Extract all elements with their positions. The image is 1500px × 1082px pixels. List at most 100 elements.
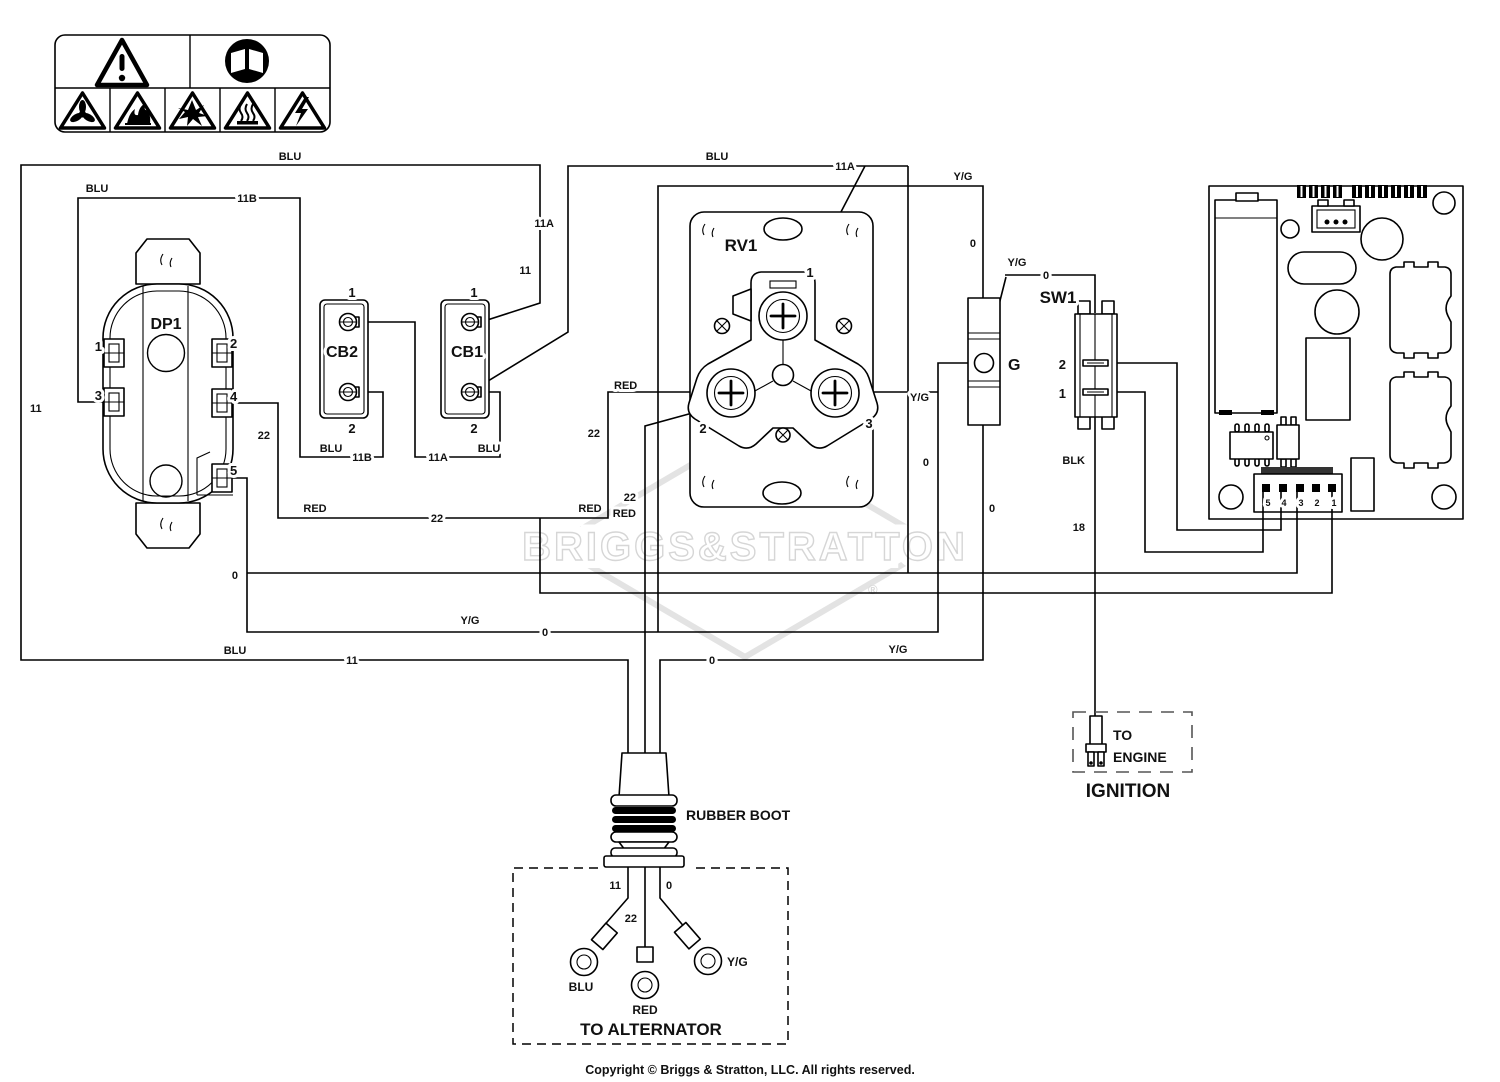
wire-label-11: 11 <box>609 880 621 892</box>
wire-label-blu: BLU <box>706 151 729 163</box>
rv1-receptacle <box>687 211 879 508</box>
alt-ring-terminal-yg <box>673 921 723 976</box>
alt-ring-terminal-red <box>630 946 660 1000</box>
wire-label-0: 0 <box>666 880 672 892</box>
wire-label-y-g: Y/G <box>910 392 929 404</box>
dp1-terminal-5 <box>196 451 233 496</box>
dp1-terminal-4 <box>211 388 233 418</box>
copyright-text: Copyright © Briggs & Stratton, LLC. All … <box>585 1063 915 1077</box>
wire-sw1-2-to-board <box>1117 362 1282 531</box>
rubber-boot-label: RUBBER BOOT <box>686 807 791 823</box>
sw1-terminal-2 <box>1082 359 1109 367</box>
wire-label-22: 22 <box>588 428 600 440</box>
watermark-text-halo: BRIGGS&STRATTON <box>522 525 968 569</box>
rv1-center-hub <box>771 363 795 387</box>
wire-label-red: RED <box>578 503 601 515</box>
board-oval-component <box>1287 251 1357 285</box>
alternator-label: TO ALTERNATOR <box>580 1020 722 1039</box>
wire-label-0: 0 <box>232 570 238 582</box>
wire-label-red: RED <box>613 508 636 520</box>
alt-lead-red: RED <box>632 1003 658 1017</box>
wire-label-0: 0 <box>923 457 929 469</box>
rv1-terminal-3 <box>810 368 860 418</box>
wire-label-22: 22 <box>624 492 636 504</box>
ground-label: G <box>1008 357 1020 374</box>
sw1-pin-2: 2 <box>1059 357 1066 372</box>
board-pin-2: 2 <box>1314 498 1319 508</box>
ignition-note-2: ENGINE <box>1113 749 1167 765</box>
wire-label-22: 22 <box>625 913 637 925</box>
cb2-terminal-2 <box>338 382 360 402</box>
wire-sw1-1-to-board <box>1117 391 1264 553</box>
sw1-label: SW1 <box>1040 288 1077 307</box>
wire-label-y-g: Y/G <box>461 615 480 627</box>
board-relay <box>1389 261 1452 359</box>
board-5pin-connector <box>1253 467 1343 513</box>
rv1-terminal-1 <box>758 291 808 341</box>
board-hole <box>1280 219 1300 239</box>
watermark-text: BRIGGS&STRATTON <box>522 525 968 569</box>
rv1-pin-1: 1 <box>806 265 813 280</box>
wire-label-11: 11 <box>346 655 358 667</box>
wire-label-0: 0 <box>709 655 715 667</box>
wire-label-blu: BLU <box>86 183 109 195</box>
rv1-clip <box>732 288 752 322</box>
wire-label-11a: 11A <box>835 161 855 173</box>
alt-lead-blu: BLU <box>569 980 594 994</box>
read-manual-icon <box>225 39 269 83</box>
fire-hazard-icon <box>113 91 162 130</box>
cb2-pin-2: 2 <box>348 421 355 436</box>
wire-label-0: 0 <box>989 503 995 515</box>
wire-label-red: RED <box>303 503 326 515</box>
wire-net-blu-11a-link <box>352 321 501 458</box>
wire-label-22: 22 <box>258 430 270 442</box>
board-mount-hole <box>1432 191 1456 215</box>
dp1-pin-3: 3 <box>95 388 102 403</box>
ground-hole <box>973 352 995 374</box>
general-warning-icon <box>94 37 150 88</box>
board-round-component <box>1314 289 1360 335</box>
wire-net-blu-11 <box>20 164 629 753</box>
ground-lug <box>967 297 1001 426</box>
wire-sense-22 <box>539 491 1333 594</box>
wire-label-11a: 11A <box>428 452 448 464</box>
dp1-terminal-3 <box>103 387 125 417</box>
explosion-hazard-icon <box>168 91 217 130</box>
wire-label-11: 11 <box>519 265 531 277</box>
briggs-stratton-watermark: BRIGGS&STRATTON BRIGGS&STRATTON ® <box>514 429 973 661</box>
wire-label-blk: BLK <box>1062 455 1085 467</box>
board-pin-1: 1 <box>1331 498 1336 508</box>
ignition-spade-terminal <box>1085 715 1107 767</box>
wire-label-blu: BLU <box>320 443 343 455</box>
alt-lead-yg: Y/G <box>727 955 748 969</box>
ignition-section <box>1072 711 1193 773</box>
dp1-terminal-2 <box>211 338 233 368</box>
ignition-label: IGNITION <box>1086 781 1170 802</box>
rubber-boot <box>603 752 685 868</box>
wire-net-blu-11b <box>77 197 384 458</box>
board-capacitor <box>1214 192 1278 415</box>
board-rect-component <box>1305 337 1351 421</box>
cb1-pin-1: 1 <box>470 285 477 300</box>
wire-label-11b: 11B <box>237 193 257 205</box>
warning-panel <box>54 34 331 133</box>
board-header-pins-icon <box>1297 185 1427 198</box>
wire-label-11b: 11B <box>352 452 372 464</box>
cb1-pin-2: 2 <box>470 421 477 436</box>
wire-label-y-g: Y/G <box>954 171 973 183</box>
rotating-parts-hazard-icon <box>58 91 107 130</box>
wire-label-0: 0 <box>970 238 976 250</box>
cb1-terminal-2 <box>460 382 482 402</box>
wire-label-blu: BLU <box>224 645 247 657</box>
rv1-label: RV1 <box>725 236 758 255</box>
watermark-diamond <box>548 429 942 661</box>
board-mount-hole <box>1218 484 1244 510</box>
cb1-terminal-1 <box>460 312 482 332</box>
watermark-registered-icon: ® <box>868 582 878 597</box>
wire-label-blu: BLU <box>478 443 501 455</box>
sw1-switch <box>1074 300 1118 430</box>
wire-sense-0 <box>247 491 1298 574</box>
board-pin-3: 3 <box>1298 498 1303 508</box>
electric-shock-hazard-icon <box>278 91 327 130</box>
